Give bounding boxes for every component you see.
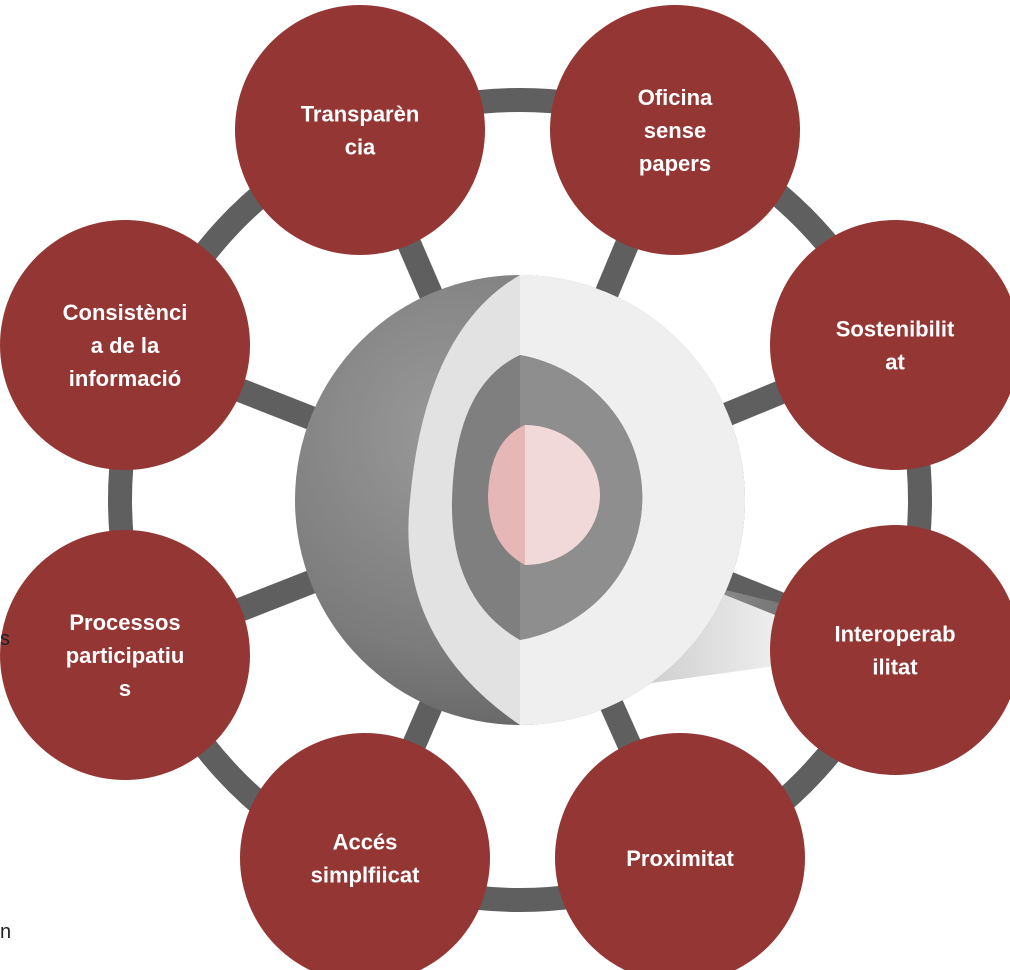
node-sostenibilitat: Sostenibilit at — [770, 220, 1010, 470]
node-circle-consistencia — [0, 220, 250, 470]
node-processos: Processos participatiu s — [0, 530, 250, 780]
stray-text-n: n — [0, 921, 11, 943]
node-circle-sostenibilitat — [770, 220, 1010, 470]
node-circle-transparencia — [235, 5, 485, 255]
node-label-processos-line-0: Processos — [69, 610, 180, 635]
node-label-processos-line-2: s — [119, 676, 131, 701]
center-sphere — [295, 275, 848, 725]
node-label-transparencia-line-1: cia — [345, 135, 376, 160]
node-label-processos-line-1: participatiu — [66, 643, 185, 668]
node-label-proximitat-line-0: Proximitat — [626, 846, 734, 871]
outer-ring — [108, 88, 932, 912]
node-circle-proximitat — [555, 733, 805, 970]
node-acces: Accés simplfiicat — [240, 733, 490, 970]
node-label-sostenibilitat-line-0: Sostenibilit — [836, 317, 955, 342]
node-label-interoperabilitat-line-1: ilitat — [872, 655, 918, 680]
node-consistencia: Consistènci a de la informació — [0, 220, 250, 470]
node-circle-processos — [0, 530, 250, 780]
node-label-oficina-line-0: Oficina — [638, 85, 713, 110]
node-circle-interoperabilitat — [770, 525, 1010, 775]
node-label-consistencia-line-0: Consistènci — [63, 300, 188, 325]
node-label-consistencia-line-1: a de la — [91, 333, 160, 358]
node-label-sostenibilitat-line-1: at — [885, 350, 905, 375]
node-label-oficina-line-1: sense — [644, 118, 706, 143]
node-interoperabilitat: Interoperab ilitat — [770, 525, 1010, 775]
node-circle-oficina — [550, 5, 800, 255]
node-label-interoperabilitat-line-0: Interoperab — [834, 622, 955, 647]
node-oficina: Oficina sense papers — [550, 5, 800, 255]
stray-text-s: s — [0, 628, 10, 650]
node-transparencia: Transparèn cia — [235, 5, 485, 255]
node-label-consistencia-line-2: informació — [69, 366, 181, 391]
node-label-transparencia-line-0: Transparèn — [301, 102, 420, 127]
node-label-acces-line-1: simplfiicat — [311, 863, 420, 888]
node-proximitat: Proximitat — [555, 733, 805, 970]
node-label-oficina-line-2: papers — [639, 151, 711, 176]
nodes: Transparèn cia Oficina sense papersSostenibi… — [0, 5, 1010, 970]
node-circle-acces — [240, 733, 490, 970]
node-label-acces-line-0: Accés — [333, 830, 398, 855]
sphere-core-right — [525, 425, 600, 565]
